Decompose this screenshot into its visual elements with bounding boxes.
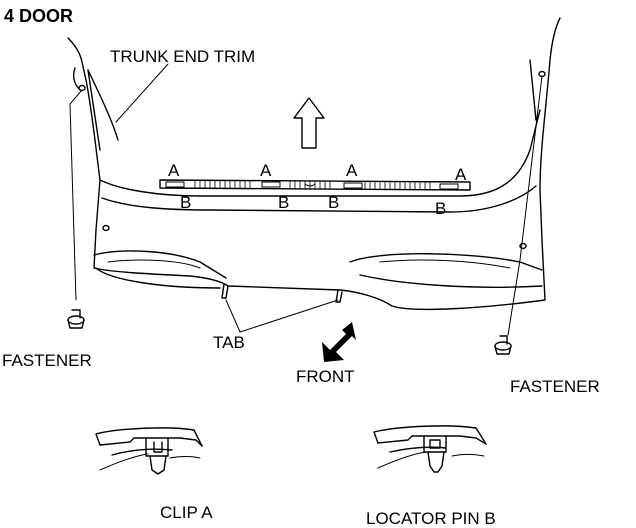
callout-b-1: B (180, 193, 191, 212)
callout-a-3: A (346, 161, 358, 180)
tab-left (221, 283, 229, 299)
label-fastener-left: FASTENER (2, 351, 92, 370)
callout-b-3: B (328, 193, 339, 212)
label-locator-pin-b: LOCATOR PIN B (366, 509, 496, 528)
clip-a-detail (95, 427, 203, 475)
leader-trunk-end-trim (115, 63, 169, 123)
clip-strip (159, 179, 471, 191)
callout-b-2: B (278, 193, 289, 212)
fastener-right-icon (494, 75, 543, 355)
front-arrow-icon (322, 322, 356, 362)
diagram-title: 4 DOOR (4, 6, 73, 26)
callout-a-2: A (260, 161, 272, 180)
callout-a-4: A (455, 165, 467, 184)
label-tab: TAB (213, 333, 245, 352)
callout-b-4: B (435, 199, 446, 218)
callout-a-1: A (168, 161, 180, 180)
label-clip-a: CLIP A (160, 503, 213, 522)
label-fastener-right: FASTENER (510, 377, 600, 396)
label-front: FRONT (296, 367, 355, 386)
label-trunk-end-trim: TRUNK END TRIM (110, 47, 255, 66)
fastener-left-icon (67, 89, 85, 329)
leader-tab (225, 299, 339, 333)
trunk-end-trim-panel (67, 17, 561, 311)
locator-pin-b-detail (373, 425, 487, 473)
up-arrow-icon (293, 97, 325, 149)
tab-right (335, 289, 343, 303)
